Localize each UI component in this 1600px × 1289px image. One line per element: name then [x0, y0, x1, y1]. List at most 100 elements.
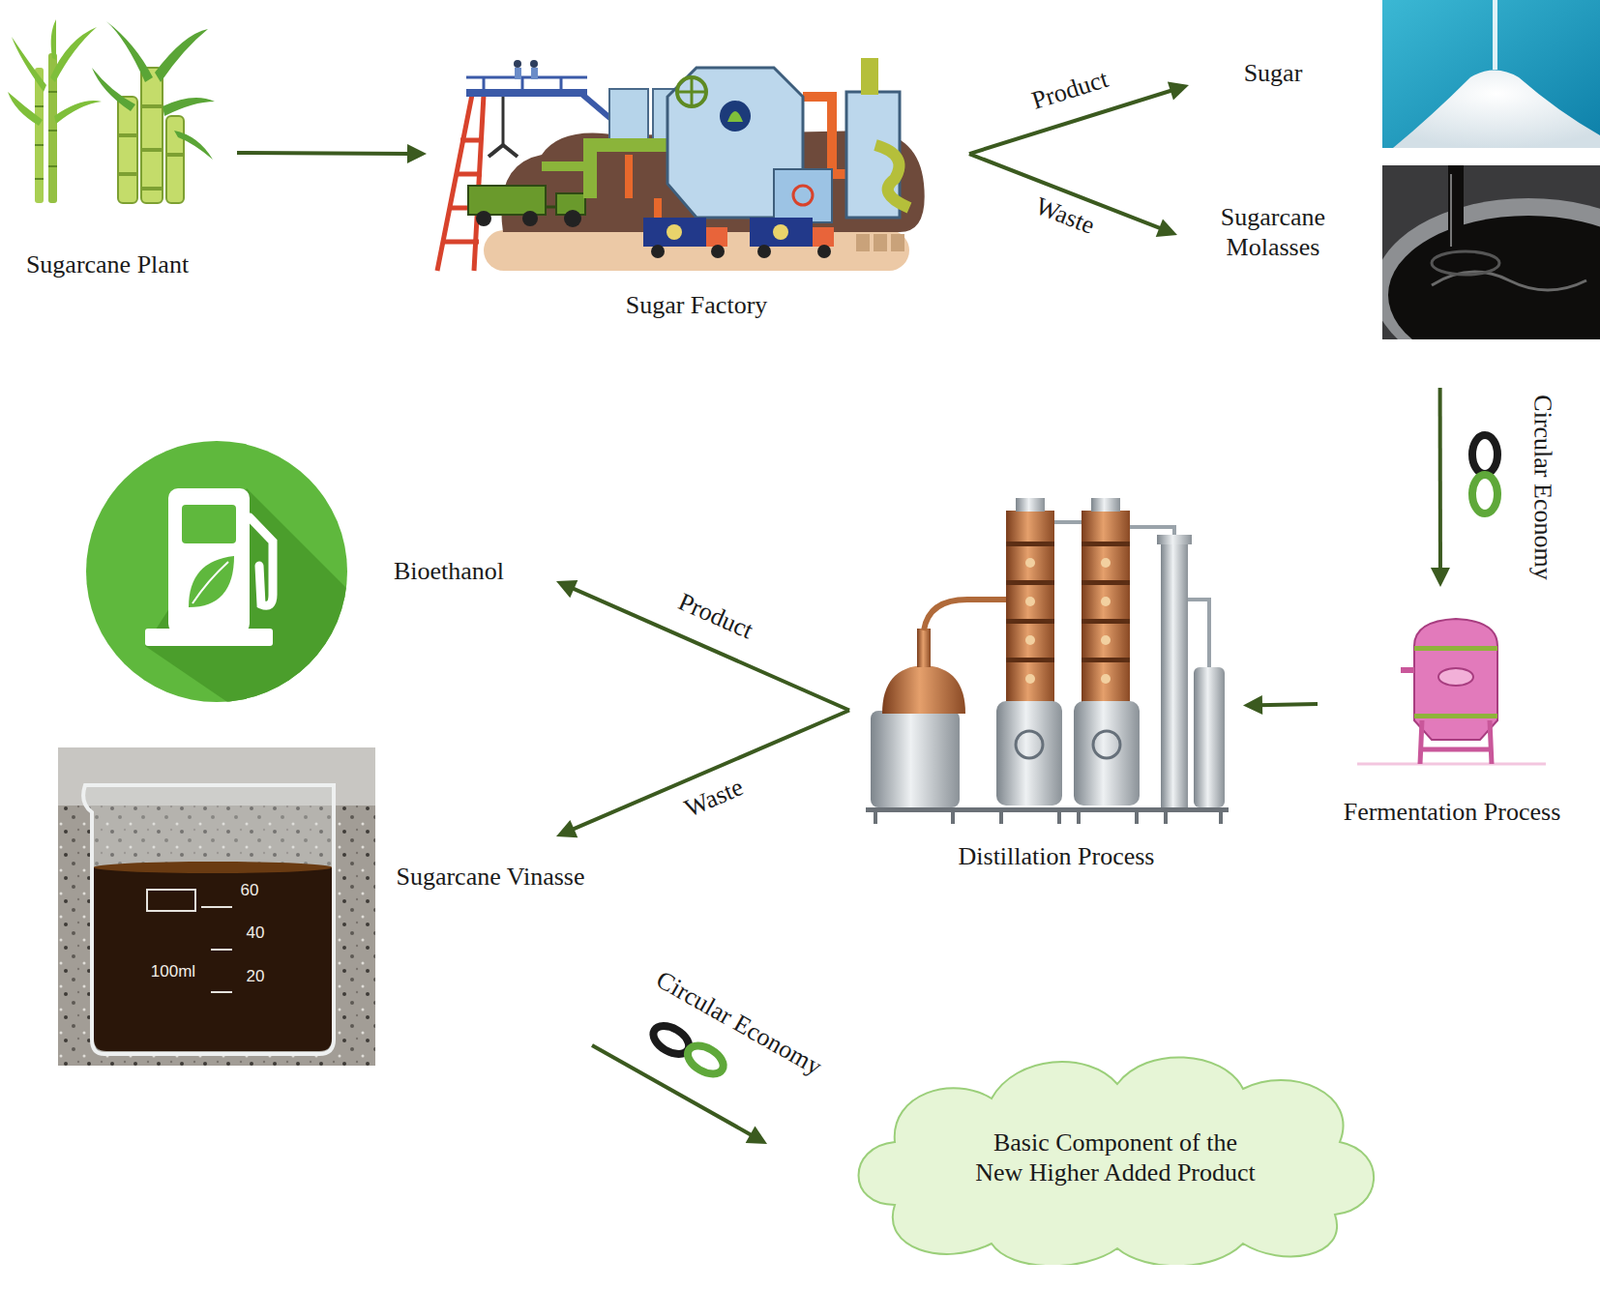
sugarcane-illustration-part-part	[34, 105, 44, 108]
distillation-apparatus-part-part	[1100, 558, 1111, 568]
fermentation-tank	[1357, 619, 1546, 765]
process-node: Fermentation Process	[1325, 609, 1600, 834]
sugar-factory-illustration-part-part	[437, 94, 484, 271]
sugar-factory-illustration-part	[706, 227, 728, 247]
sugarcane-illustration-part	[91, 21, 215, 160]
plant-node: Sugarcane Plant	[7, 19, 226, 287]
sugar-factory-illustration-part	[817, 244, 831, 259]
circular-economy-symbol	[1472, 435, 1498, 514]
sugarcane-illustration-part-part	[51, 19, 57, 60]
waste-node: Sugarcane Molasses	[1194, 159, 1600, 345]
arrow-head	[1167, 81, 1189, 100]
product-node: Bioethanol	[77, 435, 542, 712]
bioethanol-icon-part	[145, 488, 387, 736]
volume-marking: 20	[246, 968, 266, 987]
molasses-photo	[1382, 165, 1600, 340]
sugar-factory-illustration-part	[749, 217, 813, 247]
node-label: Distillation Process	[958, 841, 1156, 872]
sugar-factory-illustration-part	[609, 88, 649, 143]
arrow-shaft	[237, 150, 412, 156]
sugarcane-illustration-part-part	[141, 148, 163, 152]
node-label: Sugarcane Vinasse	[395, 861, 585, 892]
vinasse-beaker-photo-part	[83, 785, 334, 1055]
distillation-apparatus-part	[1160, 541, 1188, 808]
sugar-factory-illustration-part	[727, 111, 743, 122]
sugar-factory-illustration-part	[437, 94, 484, 271]
sugarcane-illustration-part-part	[141, 67, 163, 204]
sugar-factory-illustration-part	[643, 217, 707, 247]
sugar-factory-illustration-part	[531, 67, 538, 80]
vinasse-beaker-photo	[58, 747, 376, 1067]
distillation-apparatus-part-part	[1025, 674, 1036, 684]
fermentation-tank-part	[1400, 667, 1415, 674]
sugarcane-illustration-part	[7, 19, 102, 126]
sugar-factory-illustration-part	[475, 210, 492, 227]
distillation-apparatus-part	[1156, 534, 1192, 545]
volume-marking: 100ml	[150, 963, 196, 982]
sugarcane-illustration-part-part	[48, 165, 58, 168]
flow-arrow	[592, 1045, 768, 1145]
node-label: Sugarcane Molasses	[1200, 202, 1346, 263]
sugar-factory-illustration-part	[719, 100, 751, 132]
distillation-apparatus-part	[882, 665, 966, 714]
sugar-photo	[1382, 0, 1600, 149]
distillation-apparatus-part	[870, 711, 960, 808]
sugar-factory-illustration-part	[502, 96, 505, 148]
fermentation-tank-part	[1357, 763, 1546, 767]
distillation-apparatus-part	[865, 807, 1229, 813]
sugar-photo-part	[1492, 0, 1498, 70]
sugarcane-illustration-part-part	[91, 67, 136, 112]
distillation-apparatus-part-part	[1006, 657, 1055, 663]
bioethanol-icon-part	[188, 556, 235, 608]
sugar-factory-illustration-part	[651, 244, 665, 259]
distillation-apparatus-part	[1015, 498, 1045, 512]
node-label: Fermentation Process	[1343, 797, 1562, 828]
volume-marking: 60	[240, 882, 260, 901]
bioethanol-icon-part	[249, 517, 273, 606]
bioethanol-icon-part	[181, 504, 237, 544]
sugar-factory-illustration-part	[690, 77, 694, 107]
sugar-factory-illustration-part	[466, 88, 588, 97]
flow-arrow	[556, 580, 850, 712]
sugarcane-illustration	[7, 19, 215, 204]
sugar-factory-illustration-part	[541, 161, 591, 172]
circular-economy-symbol-part	[682, 1040, 729, 1081]
distillation-apparatus-part-part	[1025, 596, 1036, 607]
molasses-photo-part	[1388, 215, 1600, 340]
sugar-photo-part	[1392, 70, 1600, 149]
factory-node: Sugar Factory	[430, 38, 953, 327]
distillation-apparatus-part-part	[1081, 580, 1130, 586]
sugar-factory-illustration-part	[812, 227, 834, 247]
fermentation-tank-part	[1414, 713, 1498, 719]
sugar-factory-illustration-part	[793, 185, 813, 206]
sugarcane-illustration-part-part	[34, 144, 44, 147]
fermentation-tank-part	[1438, 668, 1474, 686]
sugarcane-illustration-part-part	[162, 97, 215, 117]
distillation-apparatus-part	[996, 701, 1063, 806]
sugar-factory-illustration-part	[514, 67, 522, 80]
sugar-factory-illustration-part	[628, 154, 658, 228]
distillation-apparatus-part	[1025, 558, 1111, 684]
sugarcane-illustration-part-part	[7, 91, 43, 126]
distillation-apparatus-part-part	[1081, 541, 1130, 547]
sugarcane-illustration-part-part	[141, 186, 163, 191]
arrow-head	[745, 1125, 768, 1145]
sugarcane-illustration-part-part	[106, 21, 153, 83]
distillation-apparatus-part	[1193, 667, 1225, 808]
sugar-factory-illustration-part	[860, 58, 879, 95]
sugarcane-illustration-part-part	[50, 27, 97, 83]
sugar-factory-illustration-part	[773, 169, 832, 223]
molasses-photo-part	[1450, 174, 1452, 247]
fermentation-tank-part	[1414, 619, 1498, 741]
sugar-factory-illustration-part	[873, 234, 888, 252]
distillation-apparatus-part-part	[1025, 558, 1036, 568]
flow-arrow	[1430, 387, 1451, 588]
sugar-factory-illustration-part	[466, 77, 588, 89]
distillation-apparatus-part-part	[1081, 657, 1130, 663]
node-label: Sugar	[1244, 58, 1304, 89]
sugar-factory-illustration-part	[890, 234, 905, 252]
edge-label: Circular Economy	[651, 964, 828, 1082]
node-label: Bioethanol	[393, 556, 504, 587]
sugar-factory-illustration-part	[711, 244, 725, 259]
